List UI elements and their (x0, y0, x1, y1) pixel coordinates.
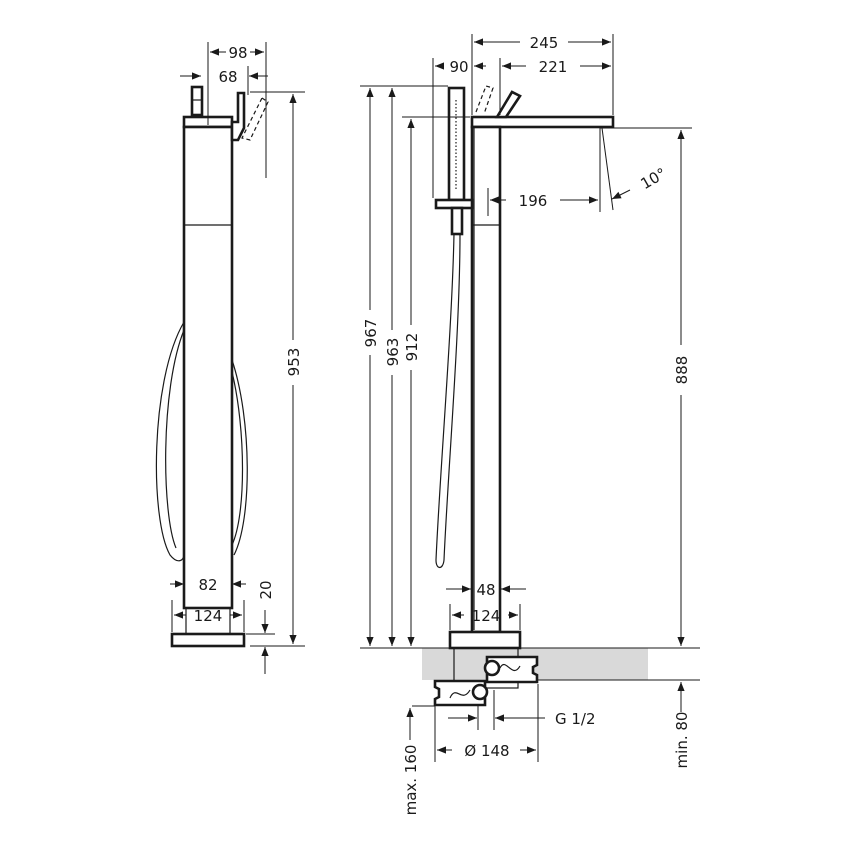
dim-min-80: min. 80 (673, 712, 691, 769)
dim-221: 221 (539, 58, 568, 76)
front-lever (494, 90, 522, 119)
dim-diameter-148: Ø 148 (464, 742, 509, 760)
dim-196: 196 (519, 192, 548, 210)
dim-98: 98 (228, 44, 247, 62)
dim-124: 124 (194, 607, 223, 625)
side-base-plate (170, 632, 246, 648)
dim-953: 953 (285, 348, 303, 377)
dim-967: 967 (362, 319, 380, 348)
front-hose (435, 233, 461, 569)
dim-thread: G 1/2 (555, 710, 596, 728)
side-view: 98 68 953 82 124 20 (155, 42, 305, 674)
side-hose (155, 321, 185, 562)
side-lever-open (241, 97, 269, 141)
dim-48: 48 (476, 581, 495, 599)
dim-124-front: 124 (472, 607, 501, 625)
spout (470, 115, 615, 129)
front-pillar (470, 125, 502, 634)
side-lever (230, 91, 246, 142)
dim-max-160: max. 160 (402, 745, 420, 816)
front-lever-open (475, 85, 494, 115)
dim-245: 245 (530, 34, 559, 52)
front-base-plate (448, 630, 522, 650)
dim-90: 90 (449, 58, 468, 76)
dim-912: 912 (403, 333, 421, 362)
dim-68: 68 (218, 68, 237, 86)
dim-20: 20 (257, 580, 275, 599)
dim-963: 963 (384, 338, 402, 367)
dim-888: 888 (673, 356, 691, 385)
dim-82: 82 (198, 576, 217, 594)
side-handle-knob (190, 85, 204, 117)
side-body (182, 125, 234, 610)
dim-angle-10: 10° (637, 164, 669, 193)
front-view: 245 221 90 967 963 912 888 196 10° (360, 34, 700, 815)
